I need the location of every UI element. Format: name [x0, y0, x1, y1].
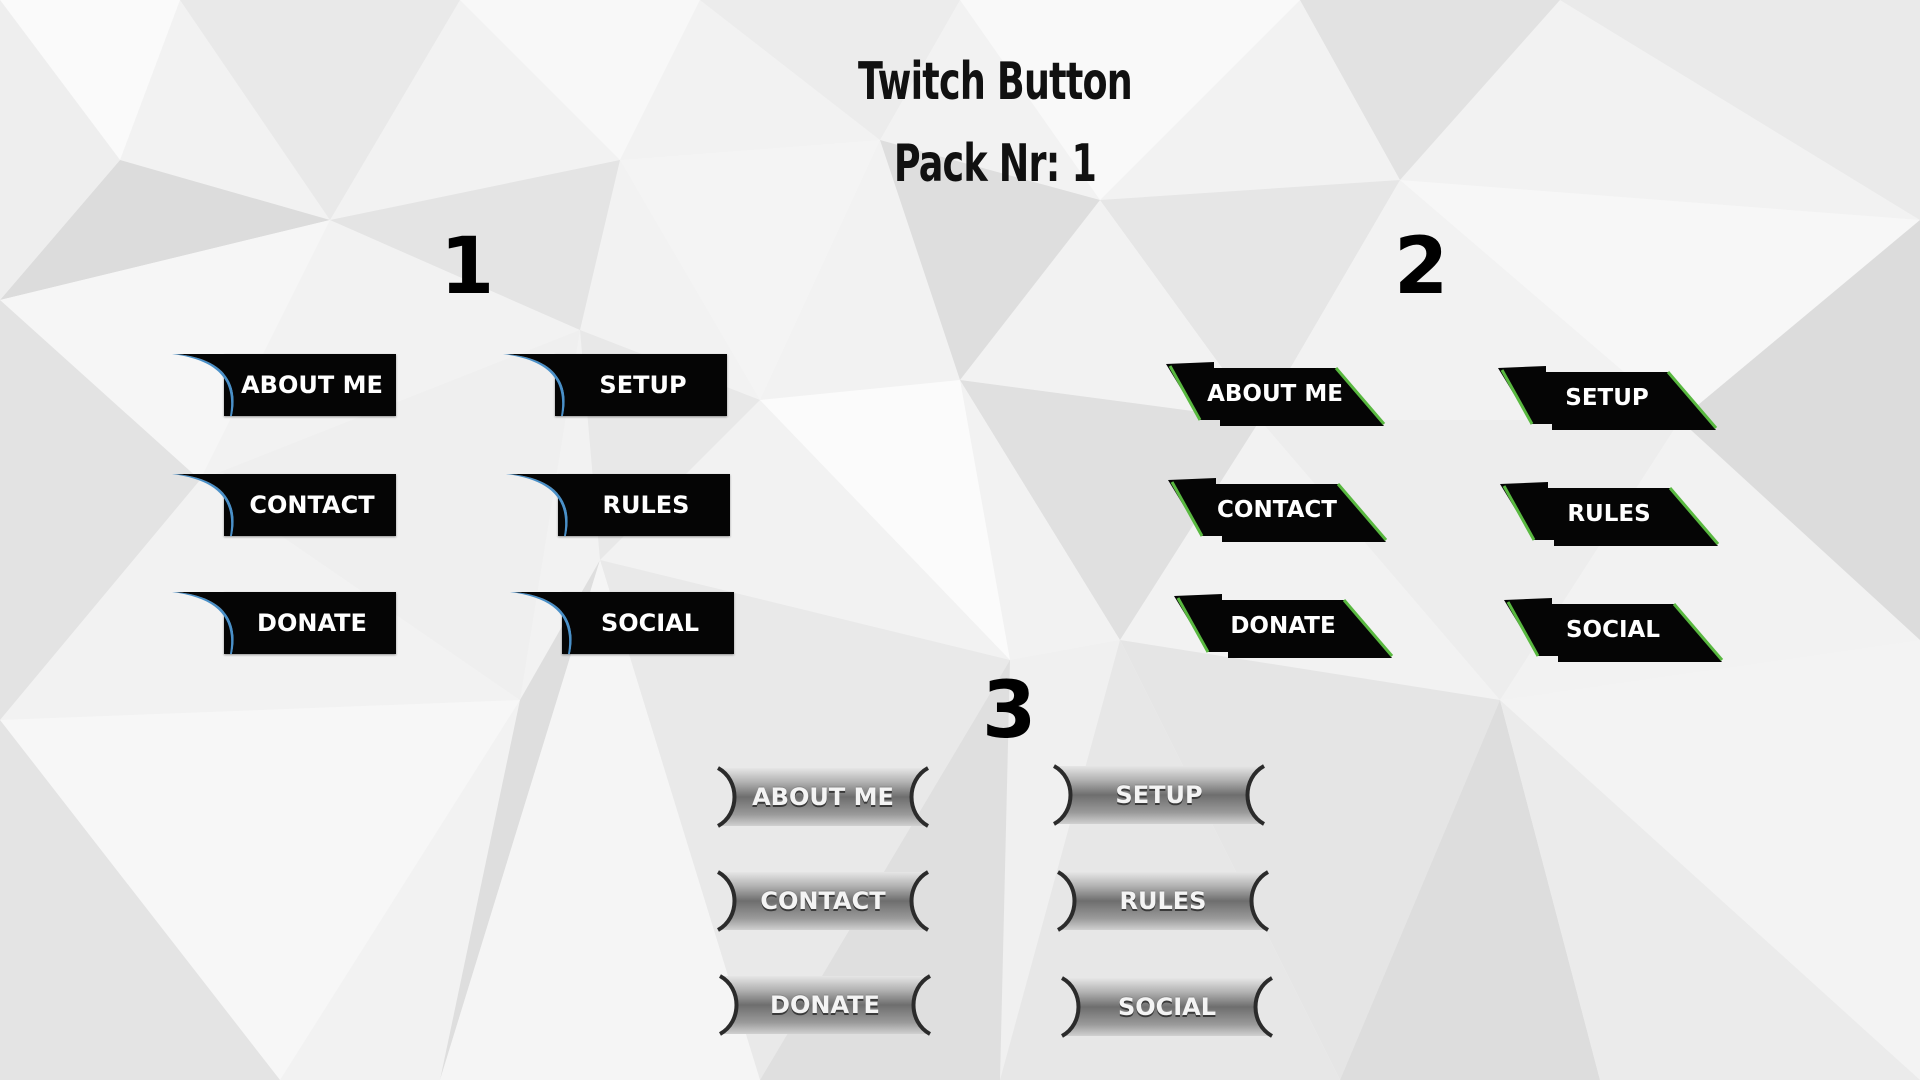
button-label: SOCIAL — [600, 609, 700, 637]
pack-2-about-me-button[interactable]: ABOUT ME — [1164, 362, 1386, 426]
pack-2-rules-button[interactable]: RULES — [1498, 482, 1720, 546]
page-title-line2: Pack Nr: 1 — [893, 134, 1097, 194]
pack-3-number: 3 — [982, 666, 1037, 756]
blue-swoosh-icon — [172, 354, 252, 416]
pack-2-contact-button[interactable]: CONTACT — [1166, 478, 1388, 542]
metal-capsule-icon — [718, 974, 932, 1036]
button-label: RULES — [1119, 887, 1207, 915]
metal-capsule-icon — [1056, 870, 1270, 932]
button-label: RULES — [602, 491, 690, 519]
button-label: SETUP — [599, 371, 687, 399]
button-label: ABOUT ME — [752, 783, 894, 811]
button-label: RULES — [1567, 501, 1651, 527]
blue-swoosh-icon — [510, 592, 590, 654]
pack-2-setup-button[interactable]: SETUP — [1496, 366, 1718, 430]
slanted-green-frame-icon — [1504, 598, 1724, 662]
button-label: SOCIAL — [1565, 617, 1660, 643]
button-label: SETUP — [1565, 385, 1649, 411]
button-label: ABOUT ME — [1207, 381, 1343, 407]
pack-1-setup-button[interactable]: SETUP — [503, 354, 727, 416]
pack-2-donate-button[interactable]: DONATE — [1172, 594, 1394, 658]
metal-capsule-icon — [716, 766, 930, 828]
button-label: DONATE — [257, 609, 367, 637]
metal-capsule-icon — [716, 870, 930, 932]
slanted-green-frame-icon — [1166, 362, 1386, 426]
blue-swoosh-icon — [172, 592, 252, 654]
button-label: SOCIAL — [1117, 993, 1217, 1021]
pack-1-rules-button[interactable]: RULES — [506, 474, 730, 536]
pack-2-social-button[interactable]: SOCIAL — [1502, 598, 1724, 662]
button-label: CONTACT — [249, 491, 375, 519]
pack-3-setup-button[interactable]: SETUP — [1050, 764, 1268, 826]
slanted-green-frame-icon — [1500, 482, 1720, 546]
metal-capsule-icon — [1052, 764, 1266, 826]
pack-1-donate-button[interactable]: DONATE — [172, 592, 396, 654]
pack-3-social-button[interactable]: SOCIAL — [1058, 976, 1276, 1038]
page-title-line1: Twitch Button — [858, 52, 1133, 112]
button-label: DONATE — [770, 991, 880, 1019]
pack-2-number: 2 — [1394, 222, 1449, 312]
pack-3-contact-button[interactable]: CONTACT — [714, 870, 932, 932]
button-label: SETUP — [1115, 781, 1203, 809]
pack-1-number: 1 — [440, 222, 495, 312]
blue-swoosh-icon — [506, 474, 586, 536]
pack-1-social-button[interactable]: SOCIAL — [510, 592, 734, 654]
button-label: ABOUT ME — [241, 371, 383, 399]
button-label: CONTACT — [1217, 497, 1337, 523]
blue-swoosh-icon — [172, 474, 252, 536]
slanted-green-frame-icon — [1174, 594, 1394, 658]
blue-swoosh-icon — [503, 354, 583, 416]
button-label: DONATE — [1230, 613, 1336, 639]
pack-3-donate-button[interactable]: DONATE — [716, 974, 934, 1036]
pack-1-contact-button[interactable]: CONTACT — [172, 474, 396, 536]
pack-3-about-me-button[interactable]: ABOUT ME — [714, 766, 932, 828]
pack-1-about-me-button[interactable]: ABOUT ME — [172, 354, 396, 416]
slanted-green-frame-icon — [1168, 478, 1388, 542]
metal-capsule-icon — [1060, 976, 1274, 1038]
slanted-green-frame-icon — [1498, 366, 1718, 430]
button-label: CONTACT — [760, 887, 886, 915]
pack-3-rules-button[interactable]: RULES — [1054, 870, 1272, 932]
